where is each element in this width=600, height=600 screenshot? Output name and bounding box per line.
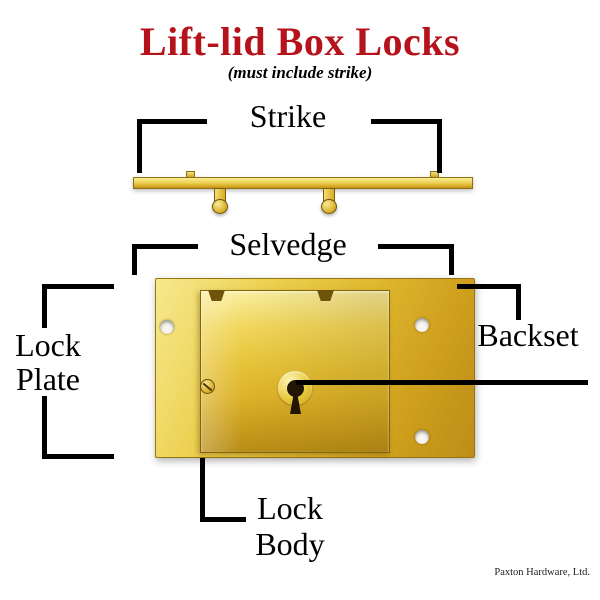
lock-body-bracket-horizontal	[200, 517, 246, 522]
lock-plate-label-line2: Plate	[0, 362, 96, 396]
lock-body-label-line1: Lock	[257, 490, 323, 526]
selvedge-bracket-right-horizontal	[378, 244, 454, 249]
strike-post-cap-right	[321, 199, 337, 214]
selvedge-bracket-left-vertical	[132, 244, 137, 275]
screw	[200, 379, 215, 394]
lock-body-label: Lock Body	[205, 490, 375, 562]
lock-body-label-line2: Body	[255, 526, 325, 562]
lock-plate-bracket-bottom	[42, 454, 114, 459]
page-subtitle: (must include strike)	[227, 63, 373, 82]
page-title: Lift-lid Box Locks	[139, 19, 461, 64]
credit-text: Paxton Hardware, Ltd.	[494, 567, 590, 578]
backset-pointer-line	[296, 380, 588, 385]
screw-hole-right-bottom	[415, 430, 429, 444]
strike-bracket-left-vertical	[137, 119, 142, 173]
keyhole-stem	[290, 395, 301, 414]
strike-label: Strike	[249, 98, 327, 134]
lock-plate-label: Lock Plate	[0, 328, 96, 396]
screw-hole-left-top	[160, 320, 174, 334]
strike-notch-left	[208, 290, 225, 301]
selvedge-label: Selvedge	[229, 226, 347, 262]
screw-hole-right-top	[415, 318, 429, 332]
backset-bracket-horizontal	[457, 284, 521, 289]
strike-bracket-right-vertical	[437, 119, 442, 173]
screw-slot	[202, 382, 213, 392]
strike-bracket-right-horizontal	[371, 119, 442, 124]
lock-plate-bracket-top	[42, 284, 114, 289]
strike-plate	[133, 177, 473, 189]
strike-notch-right	[317, 290, 334, 301]
selvedge-bracket-left-horizontal	[132, 244, 198, 249]
lock-plate-label-line1: Lock	[0, 328, 96, 362]
backset-bracket-vertical	[516, 284, 521, 320]
strike-bracket-left-horizontal	[137, 119, 207, 124]
lock-body-bracket-vertical	[200, 458, 205, 522]
selvedge-bracket-right-vertical	[449, 244, 454, 275]
backset-label: Backset	[477, 317, 579, 353]
strike-post-cap-left	[212, 199, 228, 214]
